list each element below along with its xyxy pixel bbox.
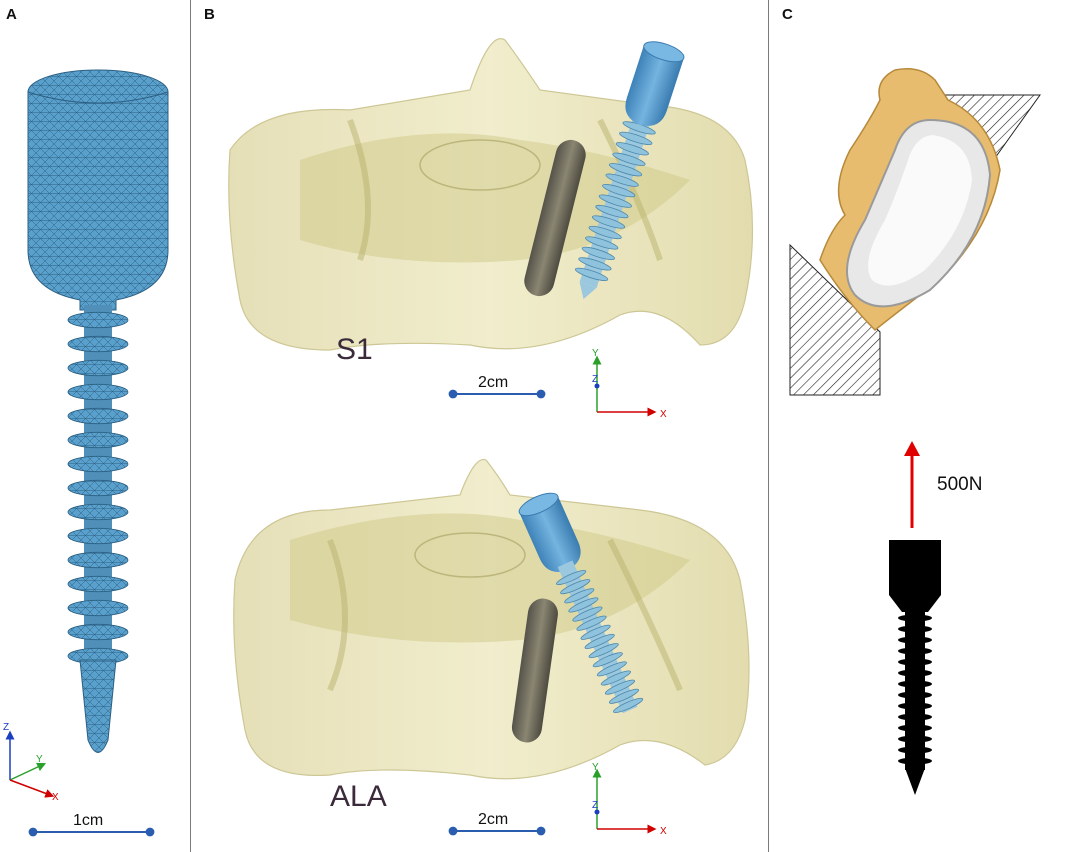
axis-triad-b-top: Y Z X xyxy=(592,348,667,420)
label-s1: S1 xyxy=(336,333,373,366)
scale-label-b-top: 2cm xyxy=(478,374,509,391)
panel-label-c: C xyxy=(782,6,793,23)
axis-x-label: X xyxy=(52,792,59,803)
sacrum-model-ala xyxy=(233,458,750,780)
panel-label-b: B xyxy=(204,6,215,23)
constraint-diagram xyxy=(789,68,1041,795)
axis-x-label: X xyxy=(660,409,667,420)
screw-silhouette xyxy=(889,540,941,795)
scale-label-a: 1cm xyxy=(73,812,104,829)
scale-label-b-bottom: 2cm xyxy=(478,811,509,828)
divider-left xyxy=(190,0,191,852)
axis-z-label: Z xyxy=(592,800,598,811)
axis-z-label: Z xyxy=(3,722,9,733)
axis-x-label: X xyxy=(660,826,667,837)
axis-y-label: Y xyxy=(36,754,43,765)
axis-y-label: Y xyxy=(592,762,599,773)
axis-triad-b-bottom: Y Z X xyxy=(592,762,667,837)
axis-y-label: Y xyxy=(592,348,599,359)
axis-z-label: Z xyxy=(592,374,598,385)
sacrum-model-s1 xyxy=(228,38,754,351)
divider-right xyxy=(768,0,769,852)
force-label: 500N xyxy=(937,474,983,495)
label-ala: ALA xyxy=(330,780,387,813)
axis-triad-a: Z Y X xyxy=(3,722,59,803)
meshed-screw xyxy=(27,69,169,753)
panel-label-a: A xyxy=(6,6,17,23)
